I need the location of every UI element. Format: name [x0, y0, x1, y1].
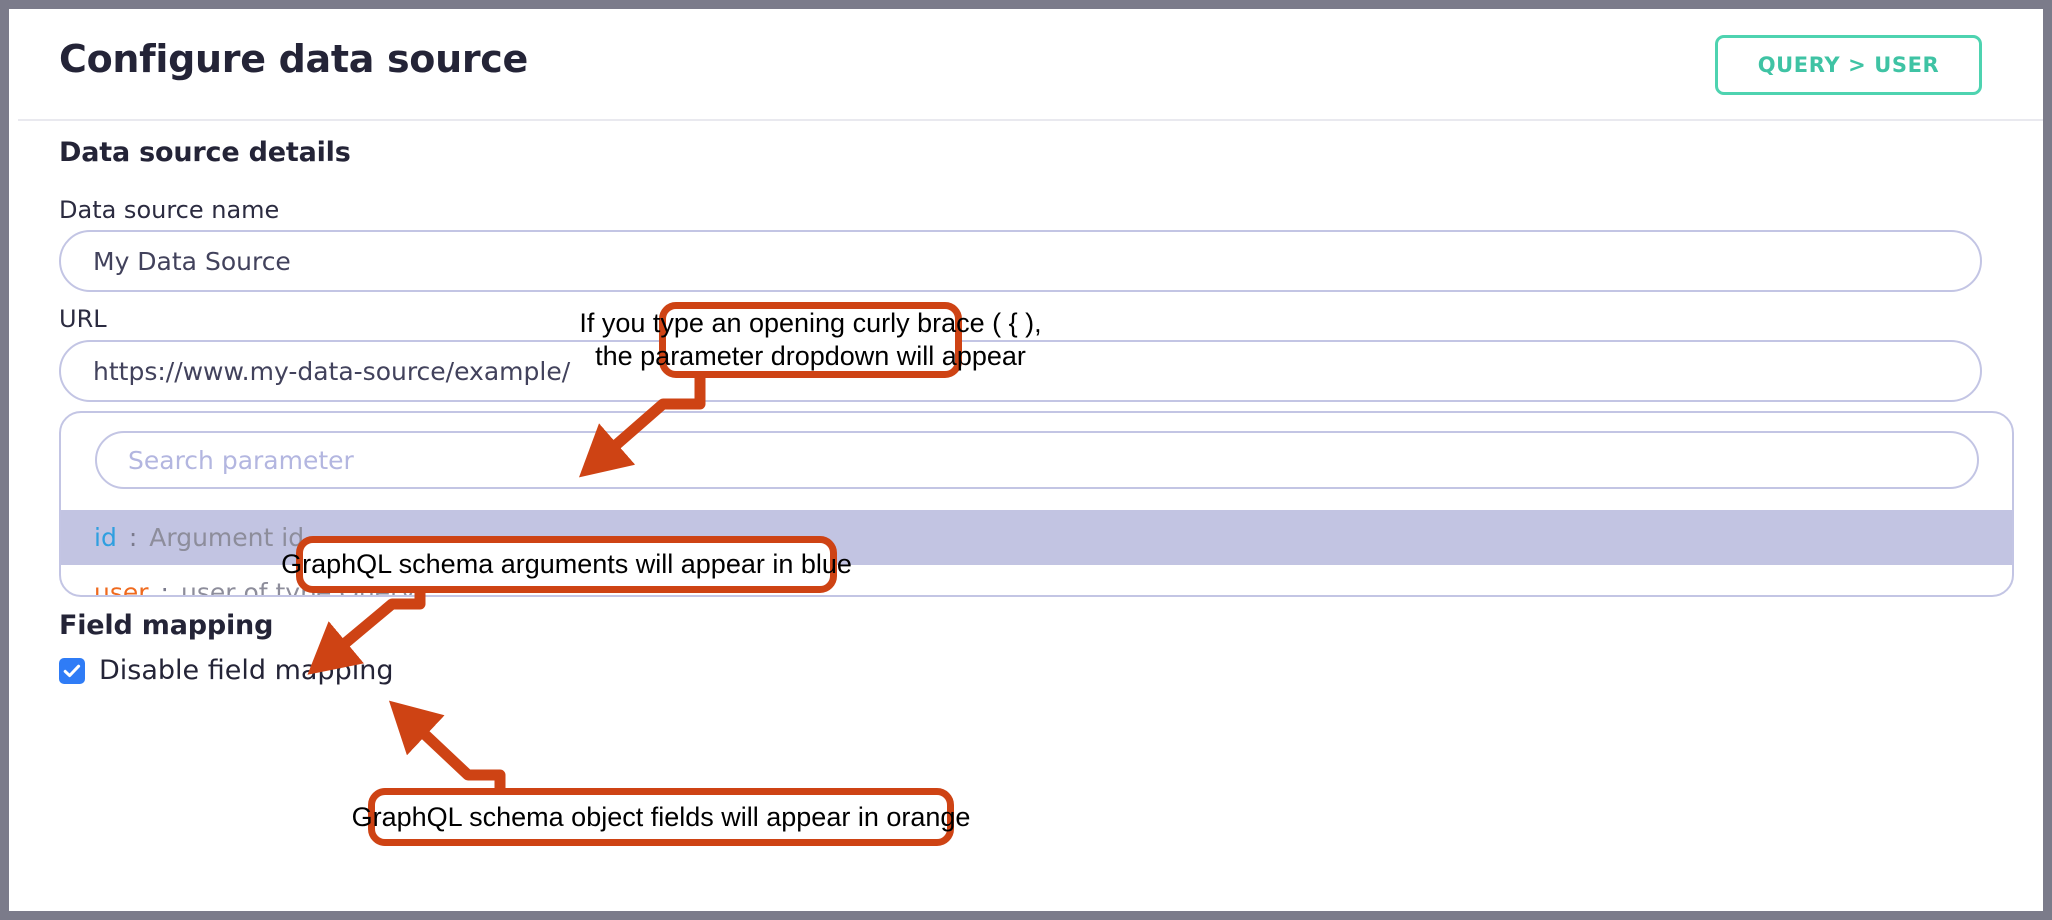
- field-mapping-heading: Field mapping: [59, 610, 274, 641]
- callout-curly-brace-line2: the parameter dropdown will appear: [595, 341, 1026, 371]
- callout-arguments-blue: GraphQL schema arguments will appear in …: [281, 536, 852, 593]
- window-border-top: [0, 0, 2052, 9]
- callout-object-fields-orange: GraphQL schema object fields will appear…: [352, 788, 970, 846]
- data-source-name-input[interactable]: My Data Source: [59, 230, 1982, 292]
- breadcrumb-query-user-button[interactable]: QUERY > USER: [1715, 35, 1982, 95]
- callout-object-fields-line1: GraphQL schema object fields will appear…: [351, 801, 971, 832]
- callout-curly-brace: If you type an opening curly brace ( { )…: [579, 302, 1042, 378]
- parameter-option-user-separator: :: [160, 578, 169, 597]
- window-border-left: [0, 0, 9, 920]
- disable-field-mapping-label: Disable field mapping: [99, 655, 394, 686]
- disable-field-mapping-row[interactable]: Disable field mapping: [59, 655, 393, 686]
- callout-arguments-line1: GraphQL schema arguments will appear in …: [281, 549, 852, 580]
- data-source-name-label: Data source name: [59, 196, 280, 224]
- checkbox-checked-icon[interactable]: [59, 657, 85, 684]
- data-source-name-value: My Data Source: [93, 246, 291, 276]
- parameter-dropdown-panel: Search parameter id : Argument id user :…: [59, 411, 2014, 597]
- parameter-option-id-description: Argument id: [149, 523, 305, 552]
- card-body: Data source details Data source name My …: [18, 121, 2043, 911]
- parameter-option-id-separator: :: [128, 523, 138, 552]
- configure-data-source-card: Configure data source QUERY > USER Data …: [18, 9, 2043, 911]
- url-input[interactable]: https://www.my-data-source/example/: [59, 340, 1982, 402]
- url-label: URL: [59, 305, 107, 333]
- search-parameter-placeholder: Search parameter: [128, 445, 354, 475]
- parameter-option-user-key: user: [94, 578, 149, 597]
- parameter-option-id-key: id: [94, 523, 117, 552]
- card-header: Configure data source QUERY > USER: [18, 9, 2043, 121]
- window-border-right: [2043, 0, 2052, 920]
- url-value: https://www.my-data-source/example/: [93, 356, 571, 386]
- data-source-details-heading: Data source details: [59, 137, 351, 168]
- callout-curly-brace-line1: If you type an opening curly brace ( { )…: [579, 308, 1042, 339]
- search-parameter-input[interactable]: Search parameter: [95, 431, 1979, 489]
- page-title: Configure data source: [59, 37, 528, 81]
- window-border-bottom: [0, 911, 2052, 920]
